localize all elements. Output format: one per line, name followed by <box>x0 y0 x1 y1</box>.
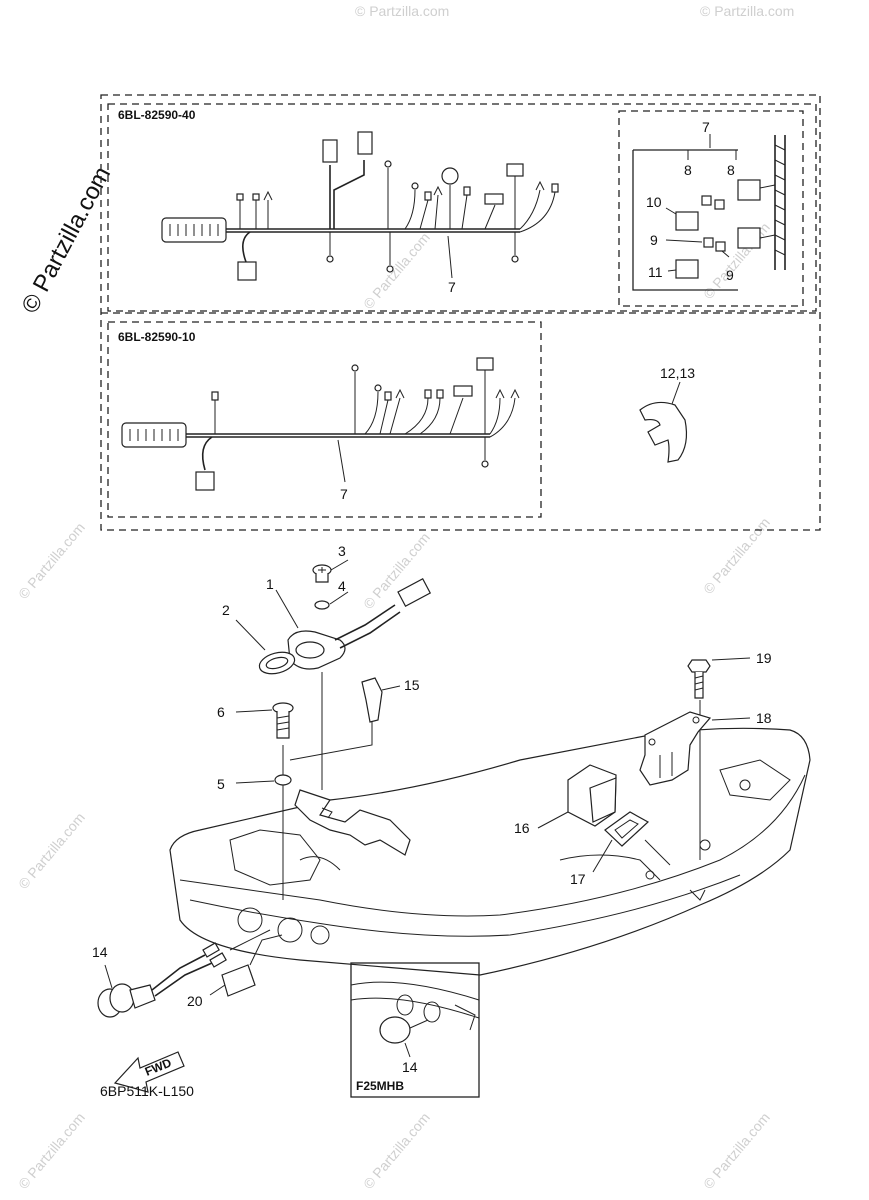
washer-4 <box>314 600 330 610</box>
callout-9b: 9 <box>726 267 734 283</box>
callout-11: 11 <box>648 264 663 280</box>
lower-cowling <box>169 727 811 976</box>
watermark: © Partzilla.com <box>355 3 449 19</box>
clip-15 <box>289 677 401 761</box>
callout-9a: 9 <box>650 232 658 248</box>
harness-code-lower: 6BL-82590-10 <box>118 330 196 344</box>
watermark: © Partzilla.com <box>360 529 433 612</box>
harness-code-upper: 6BL-82590-40 <box>118 108 196 122</box>
holder-18 <box>639 711 751 786</box>
collar-5 <box>274 774 292 786</box>
watermark: © Partzilla.com <box>15 809 88 892</box>
callout-20: 20 <box>187 993 203 1009</box>
connector-icon <box>737 227 761 249</box>
watermark: © Partzilla.com <box>700 1109 773 1192</box>
connector-icon <box>675 259 699 279</box>
callout-4: 4 <box>338 578 346 594</box>
watermark: © Partzilla.com <box>15 519 88 602</box>
connector-detail-box <box>618 110 804 307</box>
connector-icon <box>357 131 373 155</box>
upper-harness-box <box>107 103 817 312</box>
watermark: © Partzilla.com <box>360 229 433 312</box>
f25mhb-inset <box>350 962 480 1098</box>
connector-icon <box>453 385 473 397</box>
connector-icon <box>322 139 338 163</box>
inset-frame <box>350 962 480 1098</box>
callout-19: 19 <box>756 650 772 666</box>
inset-label: F25MHB <box>356 1079 404 1093</box>
connector-icon <box>506 163 524 177</box>
ground-terminal-icon <box>441 167 459 185</box>
cord-holder <box>639 381 688 463</box>
callout-17: 17 <box>570 871 586 887</box>
watermark: © Partzilla.com <box>360 1109 433 1192</box>
callout-7-upper: 7 <box>448 279 456 295</box>
connector-icon <box>675 211 699 231</box>
harness-outer-frame <box>100 94 821 531</box>
screw-3 <box>312 559 349 583</box>
bracket-plate <box>294 789 411 856</box>
callout-10: 10 <box>646 194 662 210</box>
watermark: © Partzilla.com <box>15 1109 88 1192</box>
cover-16 <box>537 764 617 829</box>
callout-14: 14 <box>92 944 108 960</box>
callout-8b: 8 <box>727 162 735 178</box>
connector-icon <box>484 193 504 205</box>
wire-harness-lower <box>121 357 520 491</box>
watermark: © Partzilla.com <box>700 3 794 19</box>
plug-icon <box>379 1016 411 1044</box>
callout-3: 3 <box>338 543 346 559</box>
connector-icon <box>737 179 761 201</box>
figure-code: 6BP511K-L150 <box>100 1083 194 1099</box>
gasket-2 <box>235 619 296 675</box>
connector-icon <box>397 578 432 607</box>
callout-18: 18 <box>756 710 772 726</box>
callout-1: 1 <box>266 576 274 592</box>
connector-detail <box>632 134 786 291</box>
label-20 <box>209 934 283 997</box>
callout-7-inset: 7 <box>702 119 710 135</box>
callout-2: 2 <box>222 602 230 618</box>
callout-6: 6 <box>217 704 225 720</box>
callout-5: 5 <box>217 776 225 792</box>
wire-harness-upper <box>161 131 559 281</box>
connector-icon <box>195 471 215 491</box>
callout-14-inset: 14 <box>402 1059 418 1075</box>
callout-15: 15 <box>404 677 420 693</box>
lower-harness-box <box>107 321 542 518</box>
connector-icon <box>476 357 494 371</box>
watermark: © Partzilla.com <box>700 514 773 597</box>
gasket-17 <box>592 811 671 873</box>
callout-8a: 8 <box>684 162 692 178</box>
callout-12-13: 12,13 <box>660 365 695 381</box>
callout-7-lower: 7 <box>340 486 348 502</box>
switch-14 <box>97 929 271 1018</box>
bolt-6 <box>235 702 294 739</box>
callout-16: 16 <box>514 820 530 836</box>
grommet-1 <box>275 578 432 670</box>
connector-icon <box>237 261 257 281</box>
